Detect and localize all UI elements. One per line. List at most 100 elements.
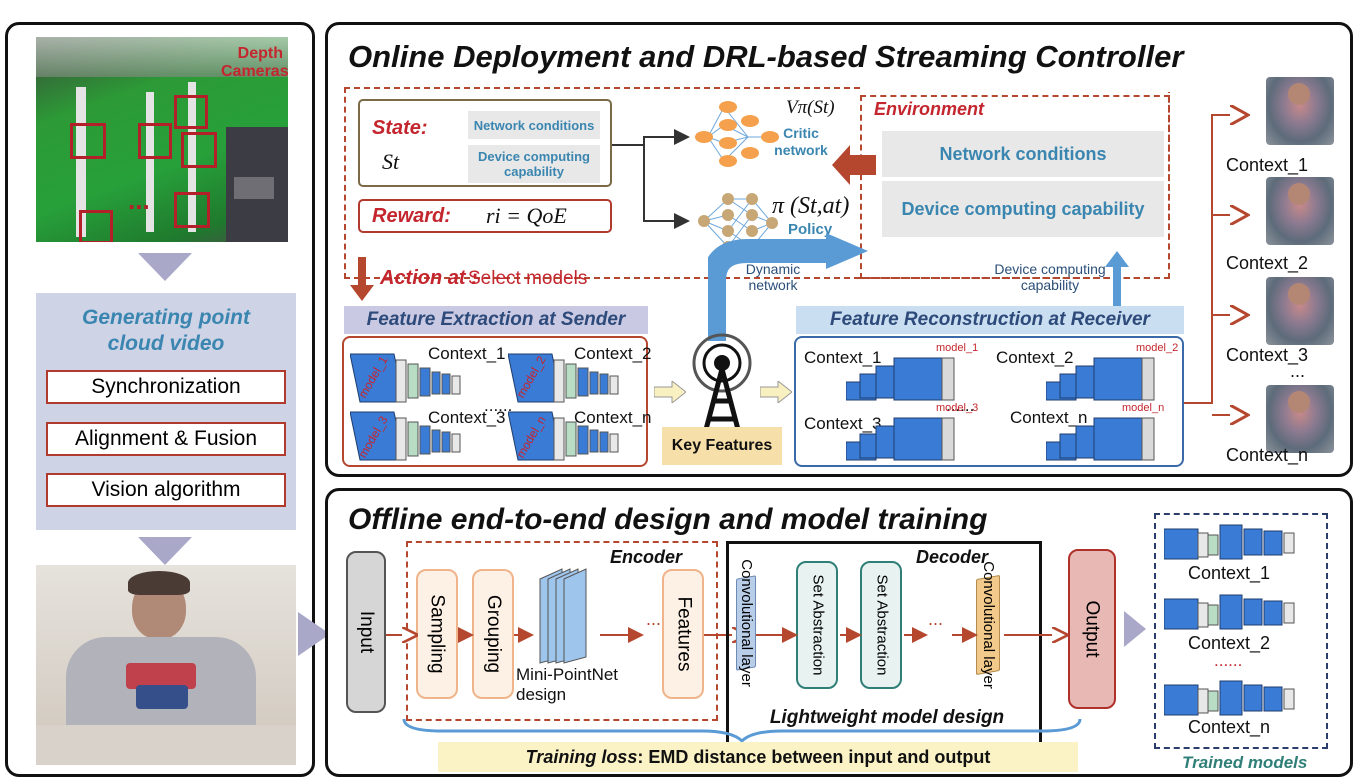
decoder-conv-layer-1: Convolutional layer [736, 559, 756, 687]
critic-network-label: Critic network [774, 125, 828, 158]
environment-feedback-arrow [832, 145, 876, 185]
environment-box [860, 95, 1170, 279]
state-network-conditions: Network conditions [468, 111, 600, 139]
reward-formula: ri = QoE [486, 203, 567, 228]
camera-marker [70, 123, 106, 159]
output-box: Output [1068, 549, 1116, 709]
antenna-tower-icon [692, 333, 752, 438]
camera-marker [138, 123, 172, 159]
key-features-label: Key Features [662, 427, 782, 465]
environment-notch-cover [860, 87, 1170, 92]
encoder-flow-arrows [386, 627, 746, 643]
training-loss-banner: Training loss: EMD distance between inpu… [438, 742, 1078, 772]
sender-context-3: Context_3 [428, 408, 506, 427]
receiver-context-n: Context_n [1010, 408, 1088, 427]
lightweight-label: Lightweight model design [769, 707, 1005, 728]
receiver-context-3: Context_3 [804, 414, 882, 433]
receiver-box: Context_1 Context_2 Context_3 Context_n … [794, 336, 1184, 467]
cameras-ellipsis: ... [128, 185, 150, 215]
camera-marker [174, 95, 208, 129]
device-capability-label: Device computing capability [994, 261, 1106, 293]
state-symbol: St [382, 149, 400, 174]
camera-marker [181, 132, 217, 168]
action-down-arrow [350, 257, 374, 301]
output-context-1-image [1266, 77, 1334, 145]
sender-model-3-graphic [350, 411, 461, 461]
policy-label: Policy [788, 221, 833, 238]
decoder-flow-arrows [756, 627, 1076, 643]
right-chevron-icon [298, 612, 330, 656]
output-context-3-label: Context_3 [1226, 345, 1309, 365]
sender-model-1-graphic [350, 353, 461, 403]
receiver-model-1-graphic [846, 357, 955, 401]
loss-bracket [402, 718, 1082, 743]
trained-model-n-graphic [1164, 680, 1295, 716]
output-context-n-image [1266, 385, 1334, 453]
policy-formula: π (St,at) [772, 193, 850, 219]
encoder-label: Encoder [610, 547, 683, 567]
trained-model-1-graphic [1164, 524, 1295, 560]
from-tower-arrow [760, 381, 792, 403]
mini-pointnet-graphic [539, 568, 587, 664]
sender-context-2: Context_2 [574, 344, 652, 363]
conv-layer-1-label: Convolutional layer [738, 559, 756, 687]
camera-marker [174, 192, 210, 228]
offline-title: Offline end-to-end design and model trai… [348, 503, 988, 536]
state-label: State: [372, 117, 428, 139]
output-context-3-image [1266, 277, 1334, 345]
depth-cameras-label: Depth Cameras [221, 45, 288, 80]
output-context-n-label: Context_n [1226, 445, 1309, 465]
trained-model-2-graphic [1164, 594, 1295, 630]
reward-label: Reward: [372, 205, 451, 227]
output-context-1-label: Context_1 [1226, 155, 1309, 175]
state-box: State: St Network conditions Device comp… [358, 99, 612, 187]
receiver-context-1: Context_1 [804, 348, 882, 367]
input-box: Input [346, 551, 386, 713]
input-label: Input [356, 610, 378, 654]
dynamic-network-label: Dynamic network [745, 261, 801, 293]
env-device-computing: Device computing capability [882, 181, 1164, 237]
sender-title: Feature Extraction at Sender [344, 306, 648, 334]
receiver-model-2-graphic [1046, 357, 1155, 401]
trained-context-1: Context_1 [1188, 563, 1271, 583]
receiver-title: Feature Reconstruction at Receiver [796, 306, 1184, 334]
reward-box: Reward: ri = QoE [358, 199, 612, 233]
step-vision-algorithm: Vision algorithm [46, 473, 286, 507]
trained-models-label: Trained models [1182, 753, 1308, 772]
output-ellipsis: ... [1290, 361, 1306, 381]
receiver-model-n-label: model_n [1122, 402, 1165, 414]
mini-pointnet-label: Mini-PointNet design [516, 665, 619, 704]
camera-marker [79, 210, 113, 242]
sender-context-n: Context_n [574, 408, 652, 427]
set-abstraction-2-box: Set Abstraction [860, 561, 902, 689]
output-context-2-label: Context_2 [1226, 253, 1309, 273]
trained-context-n: Context_n [1188, 717, 1271, 737]
trained-models-box [1154, 513, 1328, 749]
online-panel: Online Deployment and DRL-based Streamin… [325, 22, 1353, 477]
offline-panel: Offline end-to-end design and model trai… [325, 488, 1353, 777]
sender-ellipsis: ...... [484, 396, 513, 415]
output-fanout-arrows [1184, 85, 1264, 425]
to-tower-arrow [654, 381, 686, 403]
receiver-model-3-label: model_3 [936, 402, 979, 414]
drl-networks [612, 101, 779, 253]
generating-title: Generating point cloud video [82, 306, 250, 355]
receiver-model-1-label: model_1 [936, 342, 979, 354]
receiver-model-3-graphic [846, 417, 955, 461]
trained-ellipsis: ...... [1214, 651, 1243, 670]
down-chevron-icon [138, 253, 192, 281]
sender-box: Context_1 Context_2 Context_3 Context_n … [342, 336, 652, 467]
encoder-arrow-dots: ... [646, 609, 662, 629]
decoder-arrow-dots: ... [928, 609, 944, 629]
left-panel: ... Depth Cameras Generating point cloud… [5, 22, 315, 777]
env-network-conditions: Network conditions [882, 131, 1164, 177]
down-chevron-icon [138, 537, 192, 565]
capture-studio-photo: ... Depth Cameras [36, 37, 288, 242]
device-capability-arrow [1105, 251, 1129, 307]
output-label: Output [1082, 600, 1104, 658]
receiver-context-2: Context_2 [996, 348, 1074, 367]
features-box: Features [662, 569, 704, 699]
sender-model-n-graphic [508, 411, 619, 461]
receiver-ellipsis: ...... [946, 396, 975, 415]
action-label: Action at : [380, 267, 478, 289]
